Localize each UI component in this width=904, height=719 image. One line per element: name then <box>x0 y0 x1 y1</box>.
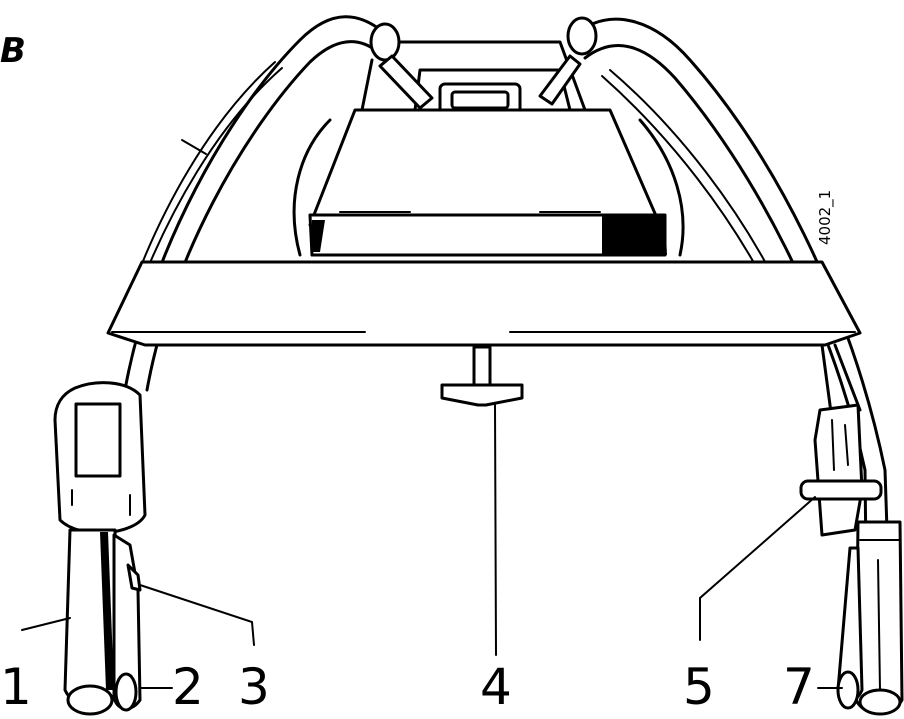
callout-5: 5 <box>683 658 715 716</box>
callout-2: 2 <box>172 658 204 716</box>
left-grip <box>53 381 147 716</box>
cross-bar <box>106 260 862 347</box>
leader-lines <box>21 404 843 689</box>
callout-3: 3 <box>238 658 270 716</box>
figure-reference-code: 4002_1 <box>816 190 835 245</box>
t-knob <box>440 345 524 407</box>
callout-1: 1 <box>0 658 32 716</box>
right-grip <box>836 520 904 716</box>
callout-7: 7 <box>783 658 815 716</box>
right-bracket <box>799 343 883 537</box>
figure-corner-label: B <box>0 31 26 71</box>
control-housing <box>292 40 685 257</box>
callout-4: 4 <box>480 658 512 716</box>
